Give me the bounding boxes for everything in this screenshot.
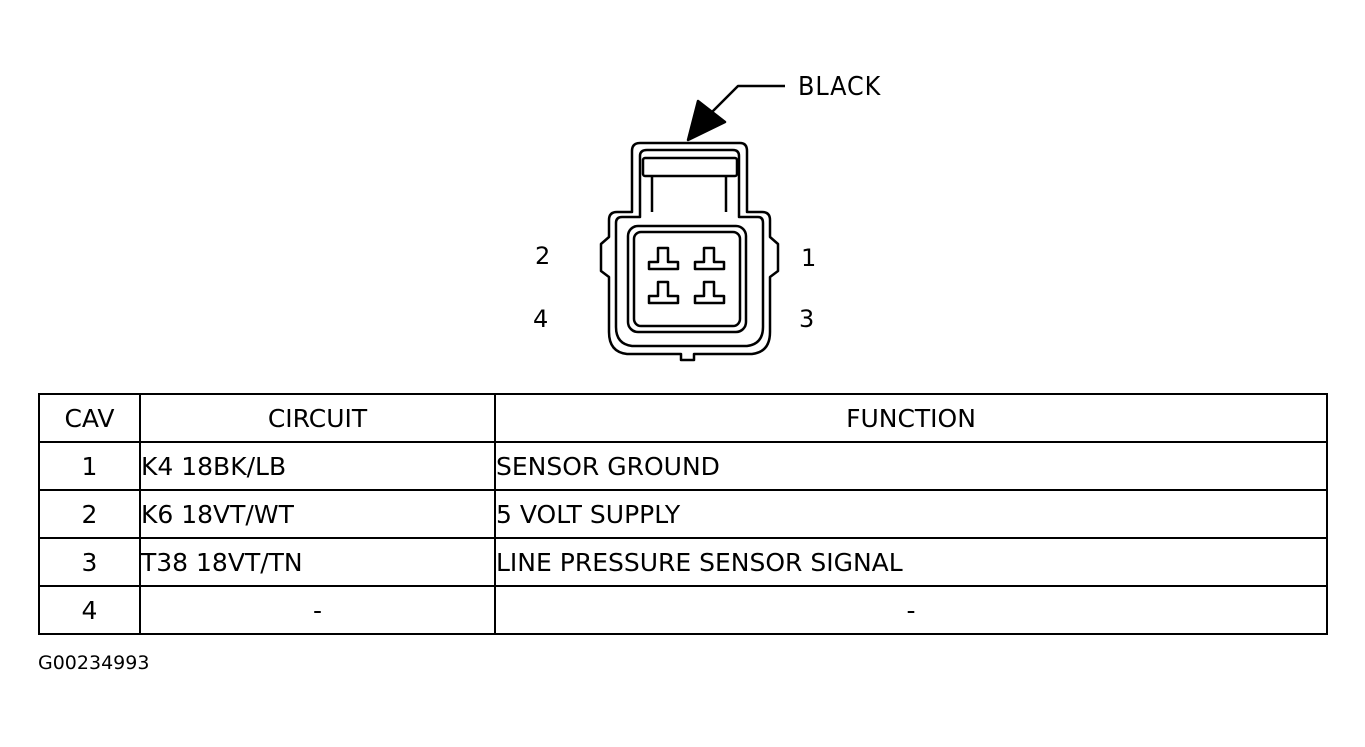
cell-function: LINE PRESSURE SENSOR SIGNAL xyxy=(494,537,1328,587)
table-row: 3 T38 18VT/TN LINE PRESSURE SENSOR SIGNA… xyxy=(38,537,1328,587)
cell-cav: 1 xyxy=(38,441,141,491)
connector-inner-outline xyxy=(614,148,765,348)
table-row: 2 K6 18VT/WT 5 VOLT SUPPLY xyxy=(38,489,1328,539)
terminal-cavity-4 xyxy=(647,280,680,305)
table-row: 1 K4 18BK/LB SENSOR GROUND xyxy=(38,441,1328,491)
cell-function: 5 VOLT SUPPLY xyxy=(494,489,1328,539)
cell-circuit: T38 18VT/TN xyxy=(139,537,496,587)
cell-function: - xyxy=(494,585,1328,635)
cell-function: SENSOR GROUND xyxy=(494,441,1328,491)
connector-housing xyxy=(599,141,780,362)
cell-circuit: - xyxy=(139,585,496,635)
header-function: FUNCTION xyxy=(494,393,1328,443)
pin-label-1: 1 xyxy=(801,244,817,272)
pin-label-2: 2 xyxy=(535,242,551,270)
connector-drawing xyxy=(599,84,785,362)
terminal-cavity-1 xyxy=(693,246,726,271)
terminal-cavity-2 xyxy=(647,246,680,271)
leader-arrow-icon xyxy=(686,84,785,142)
table-header-row: CAV CIRCUIT FUNCTION xyxy=(38,393,1328,443)
header-cav: CAV xyxy=(38,393,141,443)
cavity-block xyxy=(626,224,748,334)
connector-color-label: BLACK xyxy=(798,72,882,102)
pinout-table: CAV CIRCUIT FUNCTION 1 K4 18BK/LB SENSOR… xyxy=(38,393,1328,635)
table-row: 4 - - xyxy=(38,585,1328,635)
terminal-cavity-3 xyxy=(693,280,726,305)
latch xyxy=(641,156,739,178)
figure-id: G00234993 xyxy=(38,652,150,674)
cell-cav: 4 xyxy=(38,585,141,635)
pin-label-4: 4 xyxy=(533,305,549,333)
cell-cav: 2 xyxy=(38,489,141,539)
header-circuit: CIRCUIT xyxy=(139,393,496,443)
cell-circuit: K4 18BK/LB xyxy=(139,441,496,491)
cell-cav: 3 xyxy=(38,537,141,587)
cell-circuit: K6 18VT/WT xyxy=(139,489,496,539)
pin-label-3: 3 xyxy=(799,305,815,333)
